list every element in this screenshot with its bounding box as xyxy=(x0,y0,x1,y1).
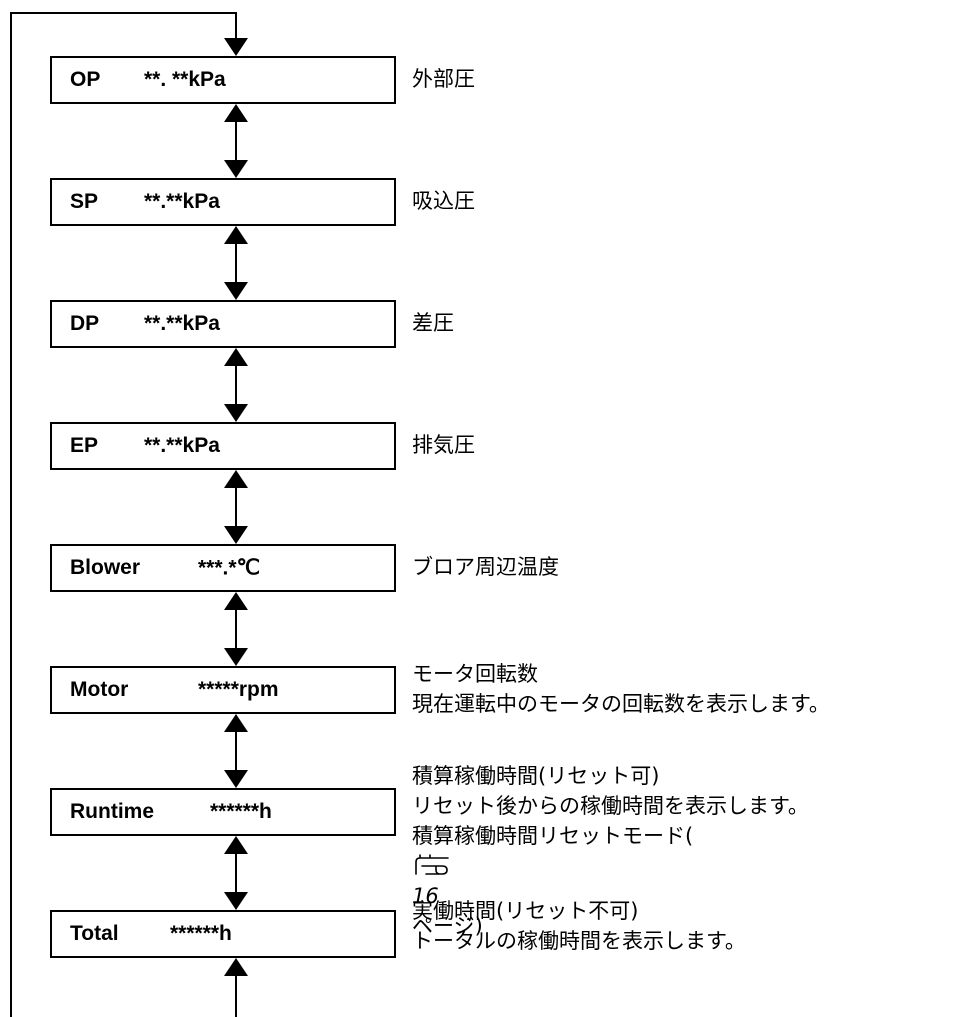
screen-ep: EP **.**kPa xyxy=(50,422,396,470)
description-line: 外部圧 xyxy=(412,67,475,91)
screen-code: SP xyxy=(70,190,99,213)
screen-code: Total xyxy=(70,922,119,945)
reference-prefix: 積算稼働時間リセットモード( xyxy=(412,824,694,848)
screen-code: OP xyxy=(70,68,101,91)
screen-sp: SP **.**kPa xyxy=(50,178,396,226)
arrow-down-head xyxy=(224,526,248,544)
screen-runtime: Runtime ******h xyxy=(50,788,396,836)
arrow-up-head xyxy=(224,470,248,488)
screen-motor: Motor *****rpm xyxy=(50,666,396,714)
screen-code: Blower xyxy=(70,556,141,579)
description-dp: 差圧 xyxy=(412,308,454,338)
description-sp: 吸込圧 xyxy=(412,186,475,216)
screen-blower: Blower ***.*℃ xyxy=(50,544,396,592)
arrow-up-head xyxy=(224,958,248,976)
arrow-down-head xyxy=(224,404,248,422)
description-line: 差圧 xyxy=(412,311,454,335)
arrow-up-head xyxy=(224,348,248,366)
arrow-down-head xyxy=(224,282,248,300)
return-path-line xyxy=(10,12,237,1017)
description-op: 外部圧 xyxy=(412,64,475,94)
description-line: 現在運転中のモータの回転数を表示します。 xyxy=(412,692,830,716)
screen-value: ******h xyxy=(210,800,272,823)
reference-page-number: 16 xyxy=(412,884,439,908)
description-line: ブロア周辺温度 xyxy=(412,555,559,579)
arrow-into-first-screen xyxy=(224,38,248,56)
screen-op: OP **. **kPa xyxy=(50,56,396,104)
screen-code: EP xyxy=(70,434,99,457)
pointing-hand-icon xyxy=(415,854,449,875)
description-motor: モータ回転数 現在運転中のモータの回転数を表示します。 xyxy=(412,659,830,719)
screen-value: ******h xyxy=(170,922,232,945)
description-line: 吸込圧 xyxy=(412,189,475,213)
screen-code: Motor xyxy=(70,678,129,701)
arrow-up-head xyxy=(224,836,248,854)
description-runtime: 積算稼働時間(リセット可) リセット後からの稼働時間を表示します。 積算稼働時間… xyxy=(412,761,809,941)
description-line: 排気圧 xyxy=(412,433,475,457)
arrow-up-head xyxy=(224,104,248,122)
screen-code: Runtime xyxy=(70,800,154,823)
arrow-up-head xyxy=(224,714,248,732)
description-line: モータ回転数 xyxy=(412,662,538,686)
arrow-down-head xyxy=(224,160,248,178)
arrow-down-head xyxy=(224,892,248,910)
arrow-up-head xyxy=(224,592,248,610)
screen-value: ***.*℃ xyxy=(198,556,261,580)
screen-value: *****rpm xyxy=(198,678,279,701)
arrow-up-head xyxy=(224,226,248,244)
description-ep: 排気圧 xyxy=(412,430,475,460)
description-line: 実働時間(リセット不可) xyxy=(412,899,639,923)
page-reference[interactable]: 積算稼働時間リセットモード( 16 ページ) xyxy=(412,821,809,941)
arrow-down-head xyxy=(224,770,248,788)
description-line: 積算稼働時間(リセット可) xyxy=(412,764,660,788)
description-line: リセット後からの稼働時間を表示します。 xyxy=(412,794,809,818)
screen-code: DP xyxy=(70,312,100,335)
screen-dp: DP **.**kPa xyxy=(50,300,396,348)
screen-total: Total ******h xyxy=(50,910,396,958)
screen-value: **.**kPa xyxy=(144,312,220,335)
reference-suffix: ページ) xyxy=(412,914,483,938)
screen-value: **.**kPa xyxy=(144,190,220,213)
screen-value: **. **kPa xyxy=(144,68,226,91)
screen-value: **.**kPa xyxy=(144,434,220,457)
description-total: 実働時間(リセット不可) トータルの稼働時間を表示します。 xyxy=(412,896,746,956)
description-blower: ブロア周辺温度 xyxy=(412,552,559,582)
description-line: トータルの稼働時間を表示します。 xyxy=(412,929,746,953)
arrow-down-head xyxy=(224,648,248,666)
